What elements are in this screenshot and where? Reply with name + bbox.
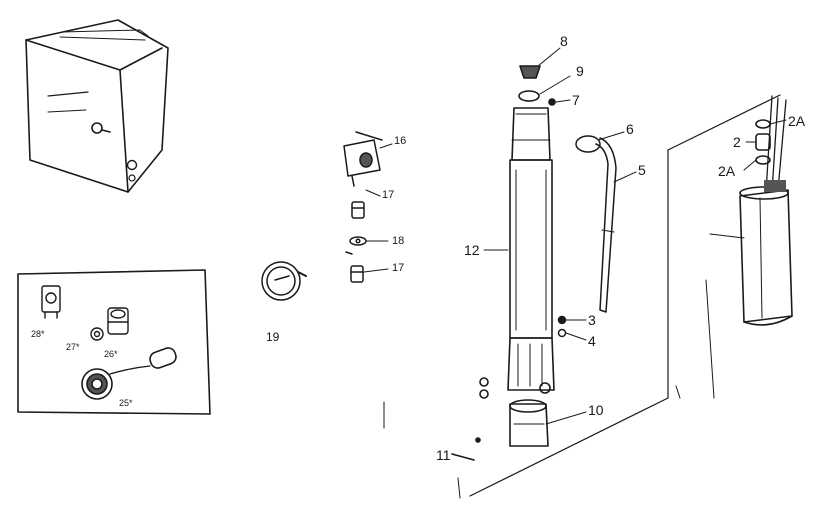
callout-6: 6 [626, 121, 634, 137]
callout-7: 7 [572, 92, 580, 108]
callout-17-lower: 17 [392, 262, 405, 274]
callout-10: 10 [588, 402, 604, 418]
callout-18: 18 [392, 235, 405, 247]
callout-25: 25* [119, 398, 133, 408]
control-box [25, 19, 169, 193]
fitting-28 [41, 285, 61, 319]
switch-assembly [261, 131, 383, 301]
callout-26: 26* [104, 349, 118, 359]
motor-assembly [739, 95, 793, 326]
fitting-27 [90, 327, 104, 341]
well-casing-outline [383, 94, 781, 499]
leader-lines [363, 47, 787, 425]
callout-2a-bottom: 2A [718, 163, 736, 179]
fittings-inset [17, 269, 211, 415]
callout-5: 5 [638, 162, 646, 178]
cable-guard [557, 135, 617, 338]
fitting-26 [107, 307, 129, 335]
callout-28: 28* [31, 329, 45, 339]
callout-12: 12 [464, 242, 480, 258]
callout-2a-top: 2A [788, 113, 806, 129]
callout-19: 19 [266, 330, 280, 344]
valve-25 [81, 347, 177, 400]
pump-column [451, 65, 556, 461]
callout-4: 4 [588, 333, 596, 349]
callout-8: 8 [560, 33, 568, 49]
callout-2: 2 [733, 134, 741, 150]
callout-11: 11 [436, 447, 451, 463]
callout-27: 27* [66, 342, 80, 352]
callout-17-upper: 17 [382, 189, 395, 201]
callout-9: 9 [576, 63, 584, 79]
callout-3: 3 [588, 312, 596, 328]
callout-16: 16 [394, 135, 407, 147]
